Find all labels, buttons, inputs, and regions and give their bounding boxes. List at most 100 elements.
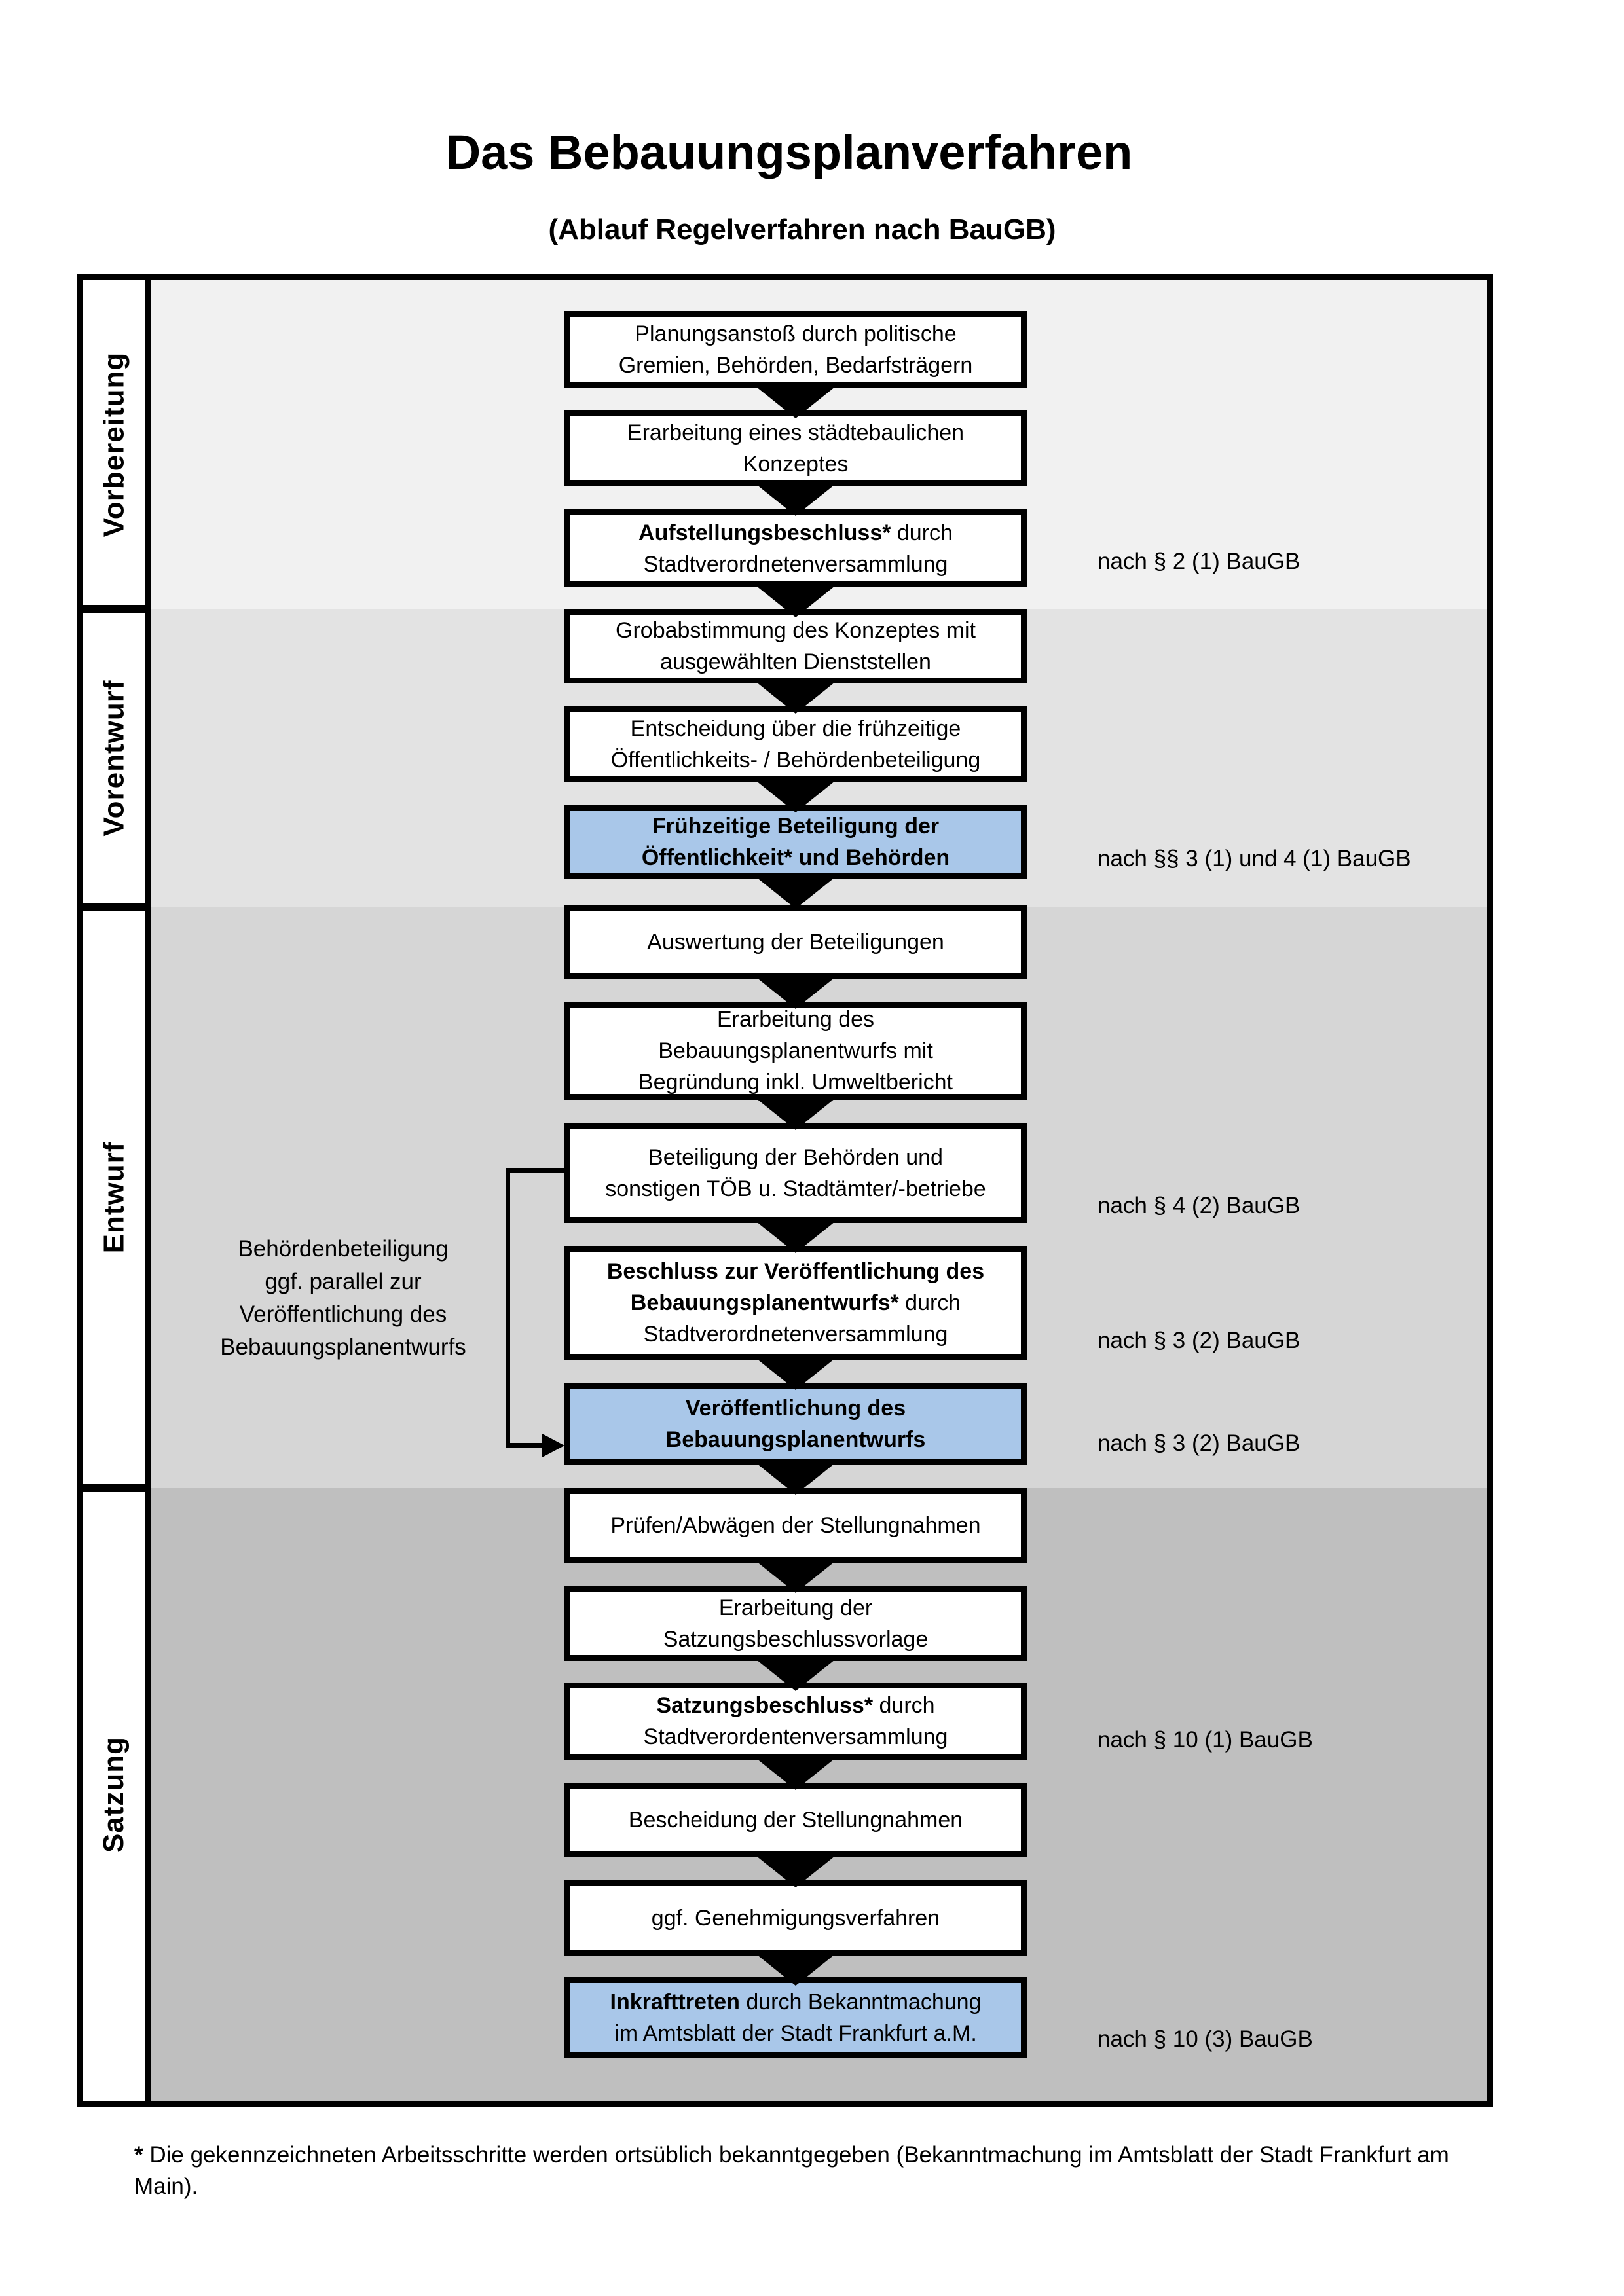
down-arrow	[753, 680, 838, 714]
phase-label-cell: Entwurf	[83, 907, 151, 1488]
step-box-satzungsvorlage: Erarbeitung der Satzungsbeschlussvorlage	[564, 1586, 1027, 1661]
down-arrow	[753, 482, 838, 516]
step-text: Erarbeitung des	[716, 1007, 875, 1032]
step-text: Prüfen/Abwägen der Stellungnahmen	[610, 1513, 981, 1538]
step-text: Satzungsbeschluss*	[656, 1693, 874, 1718]
down-arrow	[753, 975, 838, 1009]
step-text: Bebauungsplanentwurfs mit	[658, 1038, 933, 1063]
down-arrow	[753, 583, 838, 617]
footnote: * Die gekennzeichneten Arbeitsschritte w…	[134, 2140, 1457, 2202]
down-arrow	[753, 1952, 838, 1986]
side-note-line: Behördenbeteiligung	[238, 1236, 449, 1262]
legal-ref: nach § 10 (1) BauGB	[1098, 1727, 1313, 1753]
step-text: Satzungsbeschlussvorlage	[663, 1626, 929, 1652]
step-box-behoerdenbeteiligung: Beteiligung der Behörden und sonstigen T…	[564, 1123, 1027, 1223]
down-arrow	[753, 778, 838, 812]
page-title: Das Bebauungsplanverfahren	[445, 125, 1133, 179]
step-text: Aufstellungsbeschluss*	[638, 520, 891, 545]
legal-ref: nach § 3 (2) BauGB	[1098, 1430, 1301, 1456]
down-arrow	[753, 1657, 838, 1691]
step-box-veroeffentlichung: Veröffentlichung des Bebauungsplanentwur…	[564, 1383, 1027, 1465]
step-text: Stadtverordentenversammlung	[643, 1724, 948, 1749]
phase-divider	[83, 1484, 151, 1492]
page-subtitle: (Ablauf Regelverfahren nach BauGB)	[548, 213, 1056, 246]
legal-ref: nach § 3 (2) BauGB	[1098, 1328, 1301, 1353]
step-text: Erarbeitung eines städtebaulichen	[627, 420, 965, 445]
step-text: durch	[898, 1290, 961, 1315]
phase-label-cell: Vorentwurf	[83, 609, 151, 907]
side-note-line: Bebauungsplanentwurfs	[220, 1334, 466, 1360]
step-box-auswertung: Auswertung der Beteiligungen	[564, 905, 1027, 979]
step-text: Inkrafttreten	[610, 1989, 740, 2014]
step-text: Bebauungsplanentwurfs	[665, 1427, 926, 1452]
side-note-line: Veröffentlichung des	[239, 1302, 447, 1327]
phase-divider	[83, 605, 151, 613]
step-box-konzept-erarbeitung: Erarbeitung eines städtebaulichen Konzep…	[564, 410, 1027, 486]
down-arrow	[753, 384, 838, 418]
step-text: Beschluss zur Veröffentlichung des	[606, 1259, 985, 1284]
step-text: Grobabstimmung des Konzeptes mit	[616, 618, 976, 643]
down-arrow	[753, 875, 838, 909]
step-text: Stadtverordnetenversammlung	[643, 551, 948, 577]
step-text: Auswertung der Beteiligungen	[647, 929, 944, 955]
step-text: ggf. Genehmigungsverfahren	[651, 1905, 940, 1931]
down-arrow	[753, 1756, 838, 1790]
step-text: Gremien, Behörden, Bedarfsträgern	[618, 353, 973, 378]
step-box-inkrafttreten: Inkrafttreten durch Bekanntmachung im Am…	[564, 1977, 1027, 2058]
step-box-bescheidung: Bescheidung der Stellungnahmen	[564, 1783, 1027, 1857]
parallel-bracket-bottom	[506, 1443, 545, 1448]
step-box-entwurf-erarbeitung: Erarbeitung des Bebauungsplanentwurfs mi…	[564, 1002, 1027, 1100]
footnote-text: Die gekennzeichneten Arbeitsschritte wer…	[134, 2142, 1449, 2199]
down-arrow	[753, 1461, 838, 1495]
step-text: Öffentlichkeit* und Behörden	[641, 845, 950, 870]
step-text: Entscheidung über die frühzeitige	[630, 716, 961, 741]
step-text: Bebauungsplanentwurfs*	[630, 1290, 899, 1315]
step-text: Öffentlichkeits- / Behördenbeteiligung	[610, 747, 981, 773]
parallel-bracket-vertical	[506, 1168, 510, 1448]
parallel-bracket-top	[506, 1168, 566, 1173]
down-arrow	[753, 1853, 838, 1887]
step-text: Stadtverordnetenversammlung	[643, 1322, 948, 1347]
phase-label-entwurf: Entwurf	[98, 1141, 130, 1254]
step-text: durch	[873, 1693, 935, 1718]
phase-label-vorbereitung: Vorbereitung	[98, 352, 130, 537]
step-box-planungsanstoss: Planungsanstoß durch politische Gremien,…	[564, 311, 1027, 388]
side-note-line: ggf. parallel zur	[265, 1269, 422, 1294]
legal-ref: nach § 4 (2) BauGB	[1098, 1193, 1301, 1218]
step-box-aufstellungsbeschluss: Aufstellungsbeschluss* durch Stadtverord…	[564, 509, 1027, 587]
down-arrow	[753, 1356, 838, 1390]
step-text: Frühzeitige Beteiligung der	[652, 814, 940, 839]
step-text: im Amtsblatt der Stadt Frankfurt a.M.	[614, 2020, 977, 2046]
step-text: durch Bekanntmachung	[739, 1989, 982, 2014]
step-box-veroeffentlichungsbeschluss: Beschluss zur Veröffentlichung des Bebau…	[564, 1246, 1027, 1360]
down-arrow	[753, 1096, 838, 1130]
down-arrow	[753, 1219, 838, 1253]
step-box-genehmigungsverfahren: ggf. Genehmigungsverfahren	[564, 1880, 1027, 1956]
step-text: Planungsanstoß durch politische	[635, 321, 957, 346]
step-text: Bescheidung der Stellungnahmen	[628, 1808, 963, 1832]
legal-ref: nach § 10 (3) BauGB	[1098, 2026, 1313, 2052]
step-text: Beteiligung der Behörden und	[648, 1144, 943, 1170]
step-text: Begründung inkl. Umweltbericht	[638, 1070, 953, 1095]
phase-label-cell: Satzung	[83, 1488, 151, 2101]
step-text: Erarbeitung der	[718, 1595, 873, 1620]
step-text: ausgewählten Dienststellen	[660, 649, 931, 674]
step-text: sonstigen TÖB u. Stadtämter/-betriebe	[605, 1176, 986, 1201]
step-text: Konzeptes	[743, 451, 849, 477]
parallel-bracket-arrowhead	[542, 1434, 564, 1457]
side-note-parallel: Behördenbeteiligung ggf. parallel zur Ve…	[173, 1233, 513, 1364]
step-text: durch	[891, 520, 953, 545]
step-text: Veröffentlichung des	[685, 1396, 906, 1421]
phase-divider	[83, 903, 151, 911]
legal-ref: nach §§ 3 (1) und 4 (1) BauGB	[1098, 846, 1411, 871]
step-box-pruefen-abwaegen: Prüfen/Abwägen der Stellungnahmen	[564, 1488, 1027, 1563]
footnote-asterisk: *	[134, 2142, 143, 2168]
down-arrow	[753, 1559, 838, 1593]
phase-label-vorentwurf: Vorentwurf	[98, 680, 130, 836]
phase-label-satzung: Satzung	[98, 1736, 130, 1853]
legal-ref: nach § 2 (1) BauGB	[1098, 549, 1301, 574]
step-box-grobabstimmung: Grobabstimmung des Konzeptes mit ausgewä…	[564, 609, 1027, 683]
step-box-fruehzeitige-beteiligung: Frühzeitige Beteiligung der Öffentlichke…	[564, 805, 1027, 879]
step-box-satzungsbeschluss: Satzungsbeschluss* durch Stadtverordente…	[564, 1683, 1027, 1760]
phase-label-cell: Vorbereitung	[83, 280, 151, 609]
